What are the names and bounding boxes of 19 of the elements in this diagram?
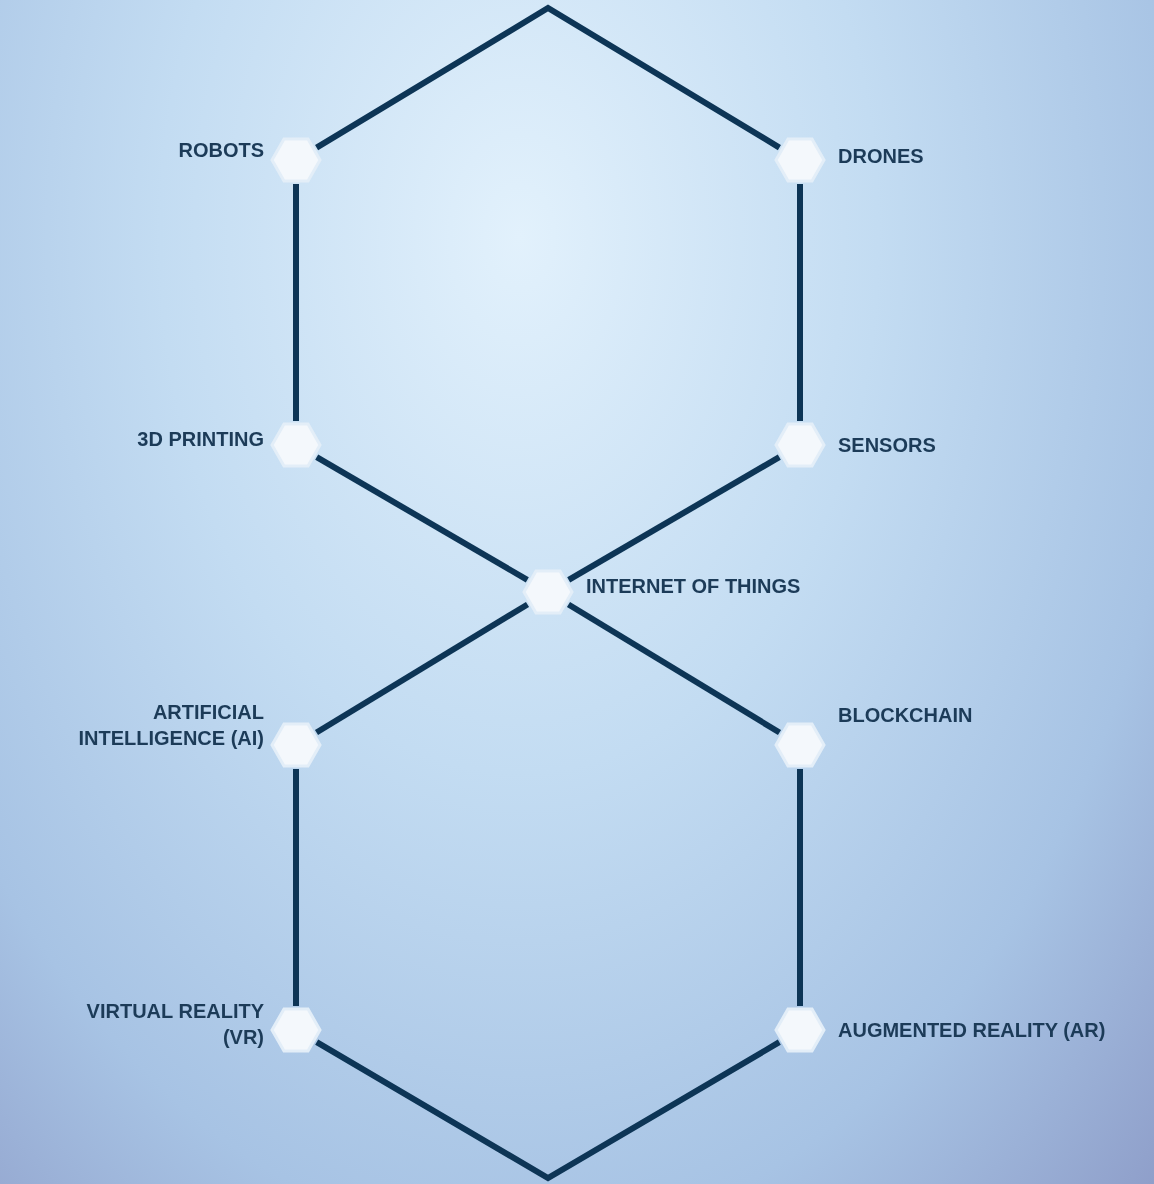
node-label: BLOCKCHAIN xyxy=(838,703,974,728)
node-label: AUGMENTED REALITY (AR) xyxy=(838,1018,1107,1043)
connector-line xyxy=(314,601,530,736)
node-label: VIRTUAL REALITY (VR) xyxy=(86,999,264,1050)
node-label: INTERNET OF THINGS xyxy=(586,574,802,599)
connector-line xyxy=(293,184,299,421)
connector-line xyxy=(315,1039,781,1182)
connector-line xyxy=(315,454,529,583)
connector-line xyxy=(293,769,299,1006)
node-label: ARTIFICIAL INTELLIGENCE (AI) xyxy=(77,700,264,751)
node-label: ROBOTS xyxy=(177,138,264,163)
connector-line xyxy=(797,769,803,1006)
node-label: DRONES xyxy=(838,144,925,169)
connector-line xyxy=(315,4,781,151)
connector-line xyxy=(567,454,781,583)
connector-line xyxy=(566,601,782,736)
node-label: SENSORS xyxy=(838,433,937,458)
node-label: 3D PRINTING xyxy=(136,427,264,452)
connector-line xyxy=(797,184,803,421)
